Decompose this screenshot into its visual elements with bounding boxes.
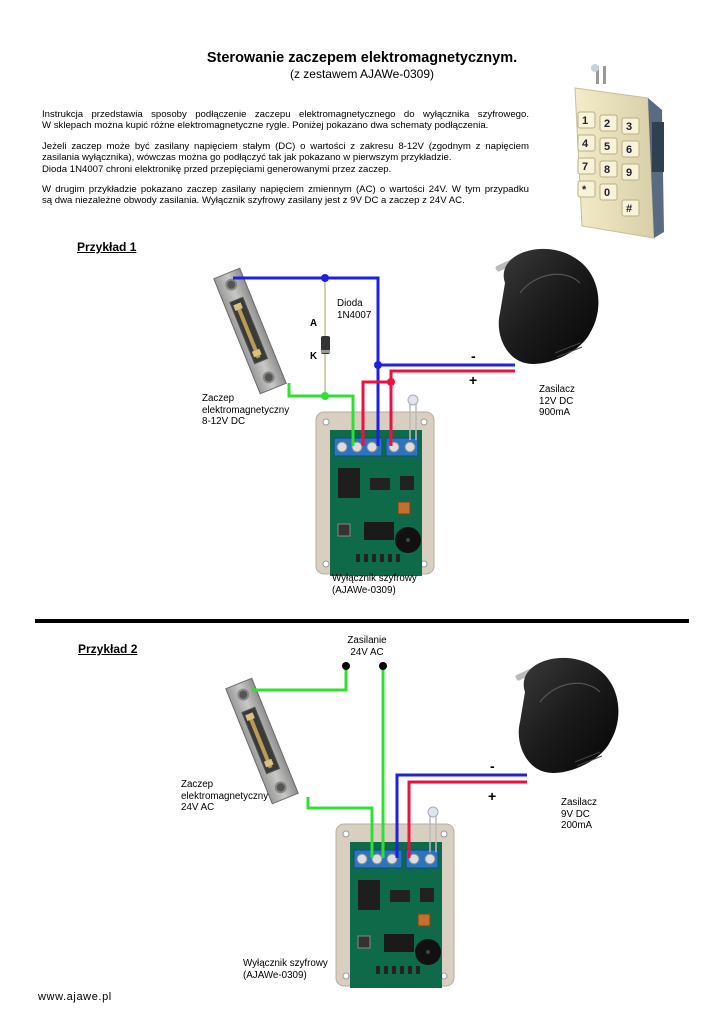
intro-line: W drugim przykładzie pokazano zaczep zas…	[42, 184, 529, 195]
section-divider	[35, 619, 689, 623]
intro-line: Dioda 1N4007 chroni elektronikę przed pr…	[42, 163, 392, 175]
key-label: 8	[604, 164, 610, 176]
example1-psu-image	[494, 248, 600, 365]
intro-paragraph-1: Instrukcja przedstawia sposoby podłączen…	[42, 109, 529, 132]
key-0: 0	[599, 183, 618, 201]
wire-strike-return	[306, 797, 374, 858]
intro-line: są dwa niezależne obwody zasilania. Wyłą…	[42, 195, 465, 207]
keypad-keys: 1 2 3 4 5 6 7 8 9 * 0 #	[577, 111, 640, 217]
example2-psu-image	[514, 657, 620, 774]
wire-positive-branch	[361, 380, 391, 446]
example2-controller-image	[335, 806, 455, 989]
intro-line: zasilania wyłącznika), wówczas można go …	[42, 152, 452, 164]
key-8: 8	[599, 160, 618, 178]
example2-strike-label: Zaczep elektromagnetyczny 24V AC	[181, 779, 269, 813]
example2-terminals	[342, 662, 387, 670]
key-label: 5	[604, 141, 610, 153]
example1-diode-image	[321, 278, 330, 396]
plus-label: +	[469, 372, 478, 388]
key-1: 1	[577, 111, 596, 129]
cathode-label: K	[310, 351, 318, 362]
example2-controller-label: Wyłącznik szyfrowy (AJAWe-0309)	[243, 958, 328, 981]
key-label: 1	[582, 115, 588, 127]
wire-negative	[395, 773, 527, 858]
key-2: 2	[599, 114, 618, 132]
key-label: 4	[582, 138, 589, 150]
example1-psu-label: Zasilacz 12V DC 900mA	[539, 384, 575, 418]
key-9: 9	[621, 163, 640, 181]
example1-controller-image	[315, 394, 435, 577]
key-label: 9	[626, 167, 632, 179]
wire-positive	[389, 369, 515, 446]
wire-negative	[233, 276, 515, 367]
intro-line: Jeżeli zaczep może być zasilany napięcie…	[42, 141, 529, 152]
key-label: 6	[626, 144, 632, 156]
intro-line: W sklepach można kupić różne elektromagn…	[42, 120, 489, 132]
example2-heading: Przykład 2	[78, 642, 138, 656]
key-label: *	[582, 184, 587, 196]
anode-label: A	[310, 318, 318, 329]
example1-wires	[233, 276, 515, 446]
key-6: 6	[621, 140, 640, 158]
key-3: 3	[621, 117, 640, 135]
example2-psu-label: Zasilacz 9V DC 200mA	[561, 797, 597, 831]
example1-heading: Przykład 1	[77, 240, 137, 254]
example2-wires	[252, 667, 527, 858]
key-label: 7	[582, 161, 588, 173]
key-5: 5	[599, 137, 618, 155]
page-title: Sterowanie zaczepem elektromagnetycznym.	[206, 50, 518, 66]
wire-ac-1	[252, 667, 348, 692]
example1-strike-image	[212, 267, 288, 395]
key-label: 0	[604, 187, 610, 199]
key-star: *	[577, 180, 596, 198]
key-label: 2	[604, 118, 610, 130]
key-4: 4	[577, 134, 596, 152]
wire-positive	[407, 780, 527, 858]
key-hash: #	[621, 199, 640, 217]
plus-label: +	[488, 788, 497, 804]
minus-label: -	[471, 348, 476, 364]
diode-label: Dioda 1N4007	[337, 298, 372, 321]
page-subtitle: (z zestawem AJAWe-0309)	[289, 67, 435, 81]
key-label: #	[626, 203, 632, 215]
example1-controller-label: Wyłącznik szyfrowy (AJAWe-0309)	[332, 573, 417, 596]
supply-label: Zasilanie 24V AC	[347, 635, 387, 658]
footer-url[interactable]: www.ajawe.pl	[38, 991, 112, 1003]
key-label: 3	[626, 121, 632, 133]
intro-paragraph-2: Jeżeli zaczep może być zasilany napięcie…	[42, 141, 529, 175]
example1-strike-label: Zaczep elektromagnetyczny 8-12V DC	[202, 393, 290, 427]
minus-label: -	[490, 758, 495, 774]
key-7: 7	[577, 157, 596, 175]
intro-paragraph-3: W drugim przykładzie pokazano zaczep zas…	[42, 184, 529, 207]
intro-line: Instrukcja przedstawia sposoby podłączen…	[42, 109, 529, 120]
example1-junctions	[321, 274, 395, 400]
